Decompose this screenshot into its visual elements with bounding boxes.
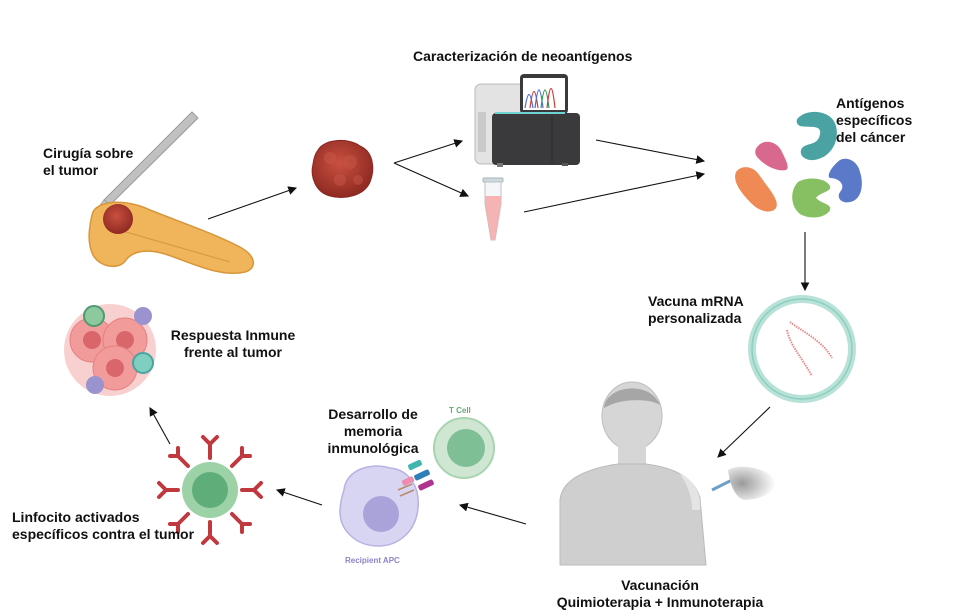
vaccination-label-line2: Quimioterapia + Inmunoterapia	[556, 594, 764, 610]
surgery-label-line1: Cirugía sobre	[43, 145, 134, 161]
vaccination-label: Vacunación Quimioterapia + Inmunoterapia	[530, 577, 790, 611]
antigens-label-line3: del cáncer	[836, 129, 906, 145]
antigens-label: Antígenos específicos del cáncer	[836, 95, 912, 146]
memory-label: Desarrollo de memoria inmunológica	[318, 406, 428, 457]
lymphocyte-label-line2: específicos contra el tumor	[12, 526, 195, 542]
memory-label-line1: Desarrollo de	[328, 406, 418, 422]
patient-icon	[559, 381, 776, 566]
arrow-sequencer-to-antigens	[595, 139, 706, 164]
mrna-vaccine-icon	[748, 295, 856, 403]
lymphocyte-label: Linfocito activados específicos contra e…	[12, 509, 194, 543]
characterization-label-text: Caracterización de neoantígenos	[413, 48, 633, 64]
arrow-lymphocyte-to-response	[149, 407, 171, 445]
vaccine-label-line2: personalizada	[648, 310, 742, 326]
response-label-line1: Respuesta Inmune	[170, 327, 296, 343]
flow-arrows	[149, 139, 810, 525]
response-label-line2: frente al tumor	[183, 344, 282, 360]
arrow-surgery-to-tumor	[207, 186, 298, 220]
tcell-apc-icon	[339, 417, 495, 547]
arrow-tumor-to-sequencer	[393, 139, 464, 164]
lymphocyte-label-line1: Linfocito activados	[12, 509, 140, 525]
response-label: Respuesta Inmune frente al tumor	[163, 327, 303, 361]
characterization-label: Caracterización de neoantígenos	[413, 48, 632, 65]
surgery-label-line2: el tumor	[43, 162, 99, 178]
arrow-tube-to-antigens	[523, 171, 706, 213]
arrow-memory-to-lymphocyte	[275, 488, 323, 506]
tumor-sample-icon	[311, 140, 374, 198]
memory-label-line3: inmunológica	[327, 440, 419, 456]
vaccination-label-line1: Vacunación	[621, 577, 699, 593]
arrow-patient-to-memory	[458, 502, 527, 525]
antigens-label-line2: específicos	[836, 112, 913, 128]
activated-lymphocyte-icon	[157, 435, 263, 545]
sequencer-icon	[474, 74, 580, 167]
antigens-icon	[735, 111, 862, 218]
immune-response-icon	[64, 304, 156, 396]
apc-label: Recipient APC	[345, 556, 400, 565]
memory-label-line2: memoria	[343, 423, 403, 439]
arrow-tumor-to-tube	[393, 162, 470, 197]
sample-tube-icon	[482, 177, 504, 241]
antigens-label-line1: Antígenos	[836, 95, 905, 111]
tcell-label: T Cell	[449, 406, 471, 415]
pancreas-icon	[88, 201, 254, 274]
surgery-label: Cirugía sobre el tumor	[43, 145, 133, 179]
vaccine-label-line1: Vacuna mRNA	[648, 293, 744, 309]
arrow-vaccine-to-patient	[717, 406, 771, 458]
vaccine-label: Vacuna mRNA personalizada	[648, 293, 744, 327]
